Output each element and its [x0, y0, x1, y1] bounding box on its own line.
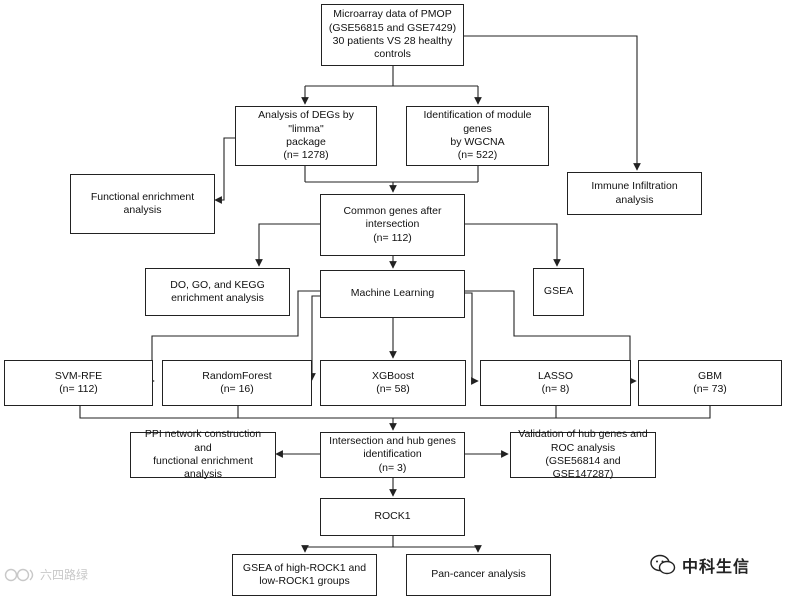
arrow-to-lasso: [465, 292, 479, 385]
watermark-right-text: 中科生信: [682, 559, 751, 576]
arrow-to-immune: [464, 35, 641, 171]
node-microarray-data: Microarray data of PMOP (GSE56815 and GS…: [321, 4, 464, 66]
connector-rock1-split: [305, 536, 478, 548]
node-common-genes: Common genes after intersection (n= 112): [320, 194, 465, 256]
wechat-icon: [650, 554, 676, 575]
node-do-go-kegg: DO, GO, and KEGG enrichment analysis: [145, 268, 290, 316]
arrow-to-do-go-kegg: [255, 223, 320, 267]
arrow-to-gbm: [465, 290, 637, 385]
node-intersection-hub-genes: Intersection and hub genes identificatio…: [320, 432, 465, 478]
arrow-to-gsea: [465, 223, 561, 267]
watermark-left-text: 六四路绿: [40, 568, 89, 582]
node-gsea-rock1-groups: GSEA of high-ROCK1 and low-ROCK1 groups: [232, 554, 377, 596]
node-ppi-network: PPI network construction and functional …: [130, 428, 276, 480]
arrow-to-random-forest: [308, 295, 320, 381]
watermark-right: 中科生信: [650, 553, 750, 577]
node-machine-learning: Machine Learning: [320, 270, 465, 318]
watermark-logo-icon: [4, 568, 34, 581]
connector-methods-merge: [79, 406, 711, 419]
node-gsea: GSEA: [533, 268, 584, 316]
node-functional-enrichment: Functional enrichment analysis: [70, 174, 215, 234]
connector-merge-common: [304, 166, 479, 183]
node-rock1: ROCK1: [320, 498, 465, 536]
node-pan-cancer: Pan-cancer analysis: [406, 554, 551, 596]
node-lasso: LASSO (n= 8): [480, 360, 631, 406]
node-immune-infiltration: Immune Infiltration analysis: [567, 172, 702, 215]
node-random-forest: RandomForest (n= 16): [162, 360, 312, 406]
node-wgcna: Identification of module genes by WGCNA …: [406, 106, 549, 166]
node-xgboost: XGBoost (n= 58): [320, 360, 466, 406]
watermark-left: 六四路绿: [4, 566, 88, 583]
arrow-to-functional-enrichment: [214, 137, 235, 204]
node-svm-rfe: SVM-RFE (n= 112): [4, 360, 153, 406]
node-validation-roc: Validation of hub genes and ROC analysis…: [510, 428, 656, 480]
node-gbm: GBM (n= 73): [638, 360, 782, 406]
node-degs-limma: Analysis of DEGs by "limma" package (n= …: [235, 106, 377, 166]
connector-microarray-split: [305, 66, 478, 87]
